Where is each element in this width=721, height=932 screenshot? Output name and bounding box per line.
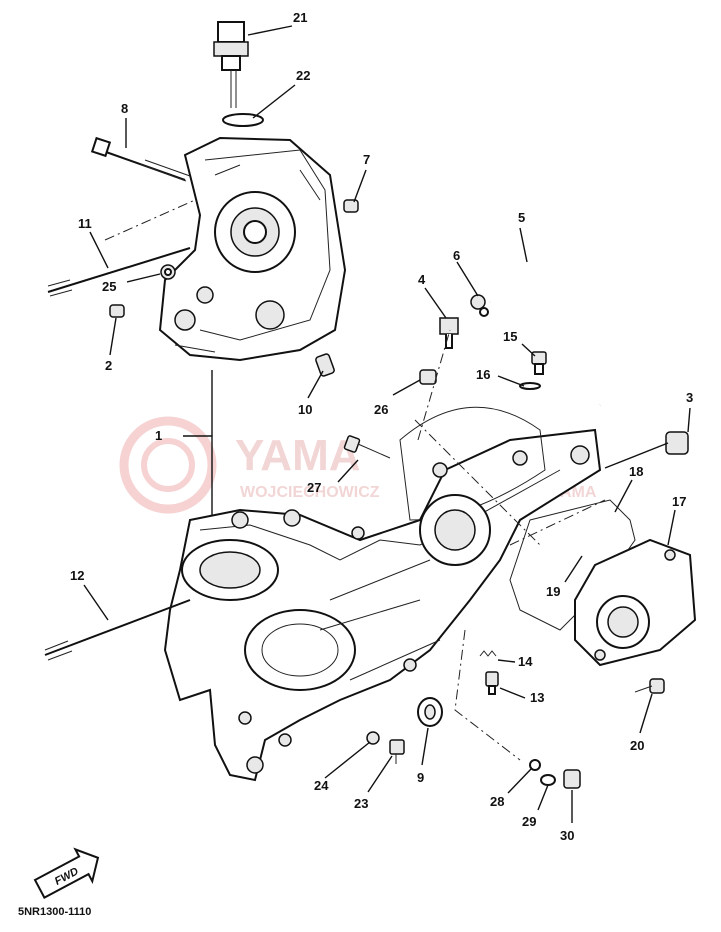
stud-12 <box>44 599 191 661</box>
callout-20: 20 <box>630 738 644 753</box>
callout-21: 21 <box>293 10 307 25</box>
callout-30: 30 <box>560 828 574 843</box>
fwd-arrow-icon: FWD <box>33 847 100 899</box>
callout-12: 12 <box>70 568 84 583</box>
small-parts-lower <box>366 650 665 789</box>
callout-22: 22 <box>296 68 310 83</box>
callout-2: 2 <box>105 358 112 373</box>
callout-1: 1 <box>155 428 162 443</box>
oil-filler-cap <box>213 21 264 127</box>
callout-4: 4 <box>418 272 426 287</box>
callout-29: 29 <box>522 814 536 829</box>
main-crankcase <box>163 428 602 782</box>
breather-hose-5 <box>487 256 627 406</box>
centerlines <box>104 199 606 761</box>
callout-14: 14 <box>518 654 533 669</box>
callout-18: 18 <box>629 464 643 479</box>
callout-10: 10 <box>298 402 312 417</box>
leader-lines <box>83 25 691 823</box>
cover-17 <box>574 538 697 667</box>
watermark-main: YAMA <box>235 431 361 480</box>
watermark-logo <box>119 416 217 514</box>
callout-17: 17 <box>672 494 686 509</box>
bolt-8 <box>90 136 191 182</box>
watermark-sub: WOJCIECHOWICZ <box>240 484 380 501</box>
callout-7: 7 <box>363 152 370 167</box>
callout-labels: 21 22 8 7 11 25 2 10 1 6 4 5 15 16 26 3 … <box>70 10 693 843</box>
callout-13: 13 <box>530 690 544 705</box>
callout-27: 27 <box>307 480 321 495</box>
callout-16: 16 <box>476 367 490 382</box>
callout-24: 24 <box>314 778 329 793</box>
watermark: YAMA WOJCIECHOWICZ AMA <box>119 416 597 514</box>
left-crankcase-half <box>158 136 347 362</box>
crankcase-gasket <box>399 406 546 566</box>
stud-11 <box>47 247 191 297</box>
callout-3: 3 <box>686 390 693 405</box>
callout-19: 19 <box>546 584 560 599</box>
callout-8: 8 <box>121 101 128 116</box>
callout-25: 25 <box>102 279 116 294</box>
drawing-code: 5NR1300-1110 <box>18 906 92 918</box>
callout-23: 23 <box>354 796 368 811</box>
callout-28: 28 <box>490 794 504 809</box>
callout-5: 5 <box>518 210 525 225</box>
callout-6: 6 <box>453 248 460 263</box>
small-parts-upper <box>109 199 359 377</box>
callout-26: 26 <box>374 402 388 417</box>
callout-15: 15 <box>503 329 517 344</box>
callout-11: 11 <box>78 216 92 231</box>
callout-9: 9 <box>417 770 424 785</box>
